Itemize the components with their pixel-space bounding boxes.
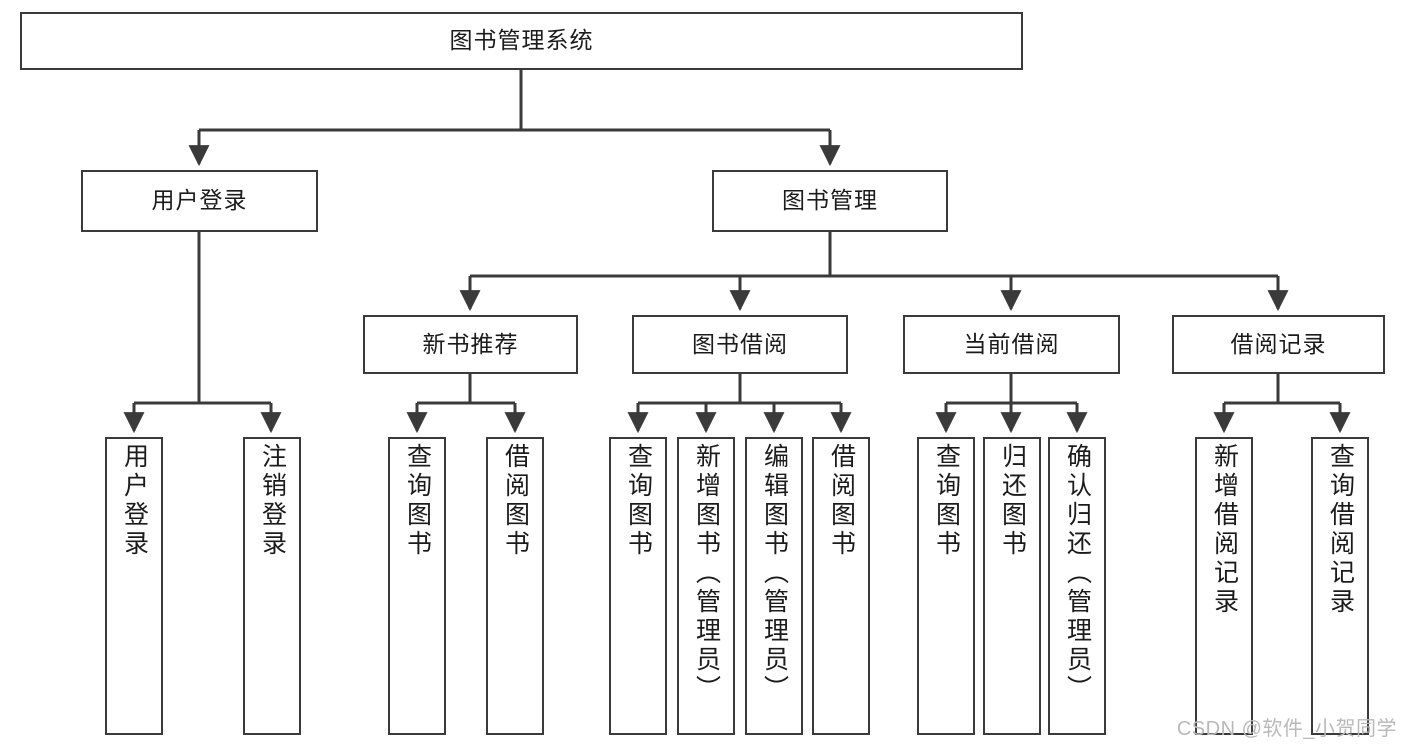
node-label: 图书管理系统	[449, 27, 594, 54]
node-borrow-records[interactable]: 借阅记录	[1172, 315, 1385, 374]
node-label: 新增借阅记录	[1210, 443, 1239, 617]
node-user-login[interactable]: 用户登录	[81, 170, 318, 232]
leaf-edit-book-admin[interactable]: 编辑图书（管理员）	[745, 437, 803, 735]
node-label: 借阅图书	[827, 443, 856, 559]
node-label: 用户登录	[151, 187, 248, 214]
leaf-query-borrow-record[interactable]: 查询借阅记录	[1311, 437, 1369, 735]
node-label: 借阅记录	[1230, 330, 1327, 357]
leaf-query-book-current[interactable]: 查询图书	[917, 437, 975, 735]
node-label: 查询图书	[403, 443, 432, 559]
node-book-management[interactable]: 图书管理	[712, 170, 948, 232]
node-label: 图书借阅	[692, 330, 788, 357]
leaf-query-book-borrow[interactable]: 查询图书	[609, 437, 667, 735]
leaf-confirm-return-admin[interactable]: 确认归还（管理员）	[1048, 437, 1106, 735]
leaf-borrow-book[interactable]: 借阅图书	[812, 437, 870, 735]
node-label: 图书管理	[782, 187, 878, 214]
node-label: 用户登录	[120, 443, 149, 559]
node-label: 注销登录	[258, 443, 287, 559]
node-label: 当前借阅	[963, 330, 1060, 357]
node-label: 借阅图书	[501, 443, 530, 559]
leaf-return-book[interactable]: 归还图书	[983, 437, 1041, 735]
node-root-book-management-system[interactable]: 图书管理系统	[20, 12, 1023, 70]
leaf-logout[interactable]: 注销登录	[243, 437, 301, 735]
node-label: 新书推荐	[422, 330, 519, 357]
csdn-watermark: CSDN @软件_小贺同学	[1176, 718, 1397, 740]
node-label: 查询图书	[624, 443, 653, 559]
leaf-add-borrow-record[interactable]: 新增借阅记录	[1195, 437, 1253, 735]
leaf-add-book-admin[interactable]: 新增图书（管理员）	[677, 437, 735, 735]
node-new-book-recommendation[interactable]: 新书推荐	[363, 315, 578, 374]
node-label: 新增图书（管理员）	[692, 443, 721, 704]
node-label: 归还图书	[998, 443, 1027, 559]
node-label: 查询借阅记录	[1326, 443, 1355, 617]
leaf-borrow-book-new[interactable]: 借阅图书	[486, 437, 544, 735]
node-book-borrowing[interactable]: 图书借阅	[632, 315, 848, 374]
node-label: 确认归还（管理员）	[1063, 443, 1092, 704]
node-label: 编辑图书（管理员）	[760, 443, 789, 704]
leaf-user-login[interactable]: 用户登录	[105, 437, 163, 735]
node-current-borrowing[interactable]: 当前借阅	[903, 315, 1120, 374]
leaf-query-book-new[interactable]: 查询图书	[388, 437, 446, 735]
node-label: 查询图书	[932, 443, 961, 559]
